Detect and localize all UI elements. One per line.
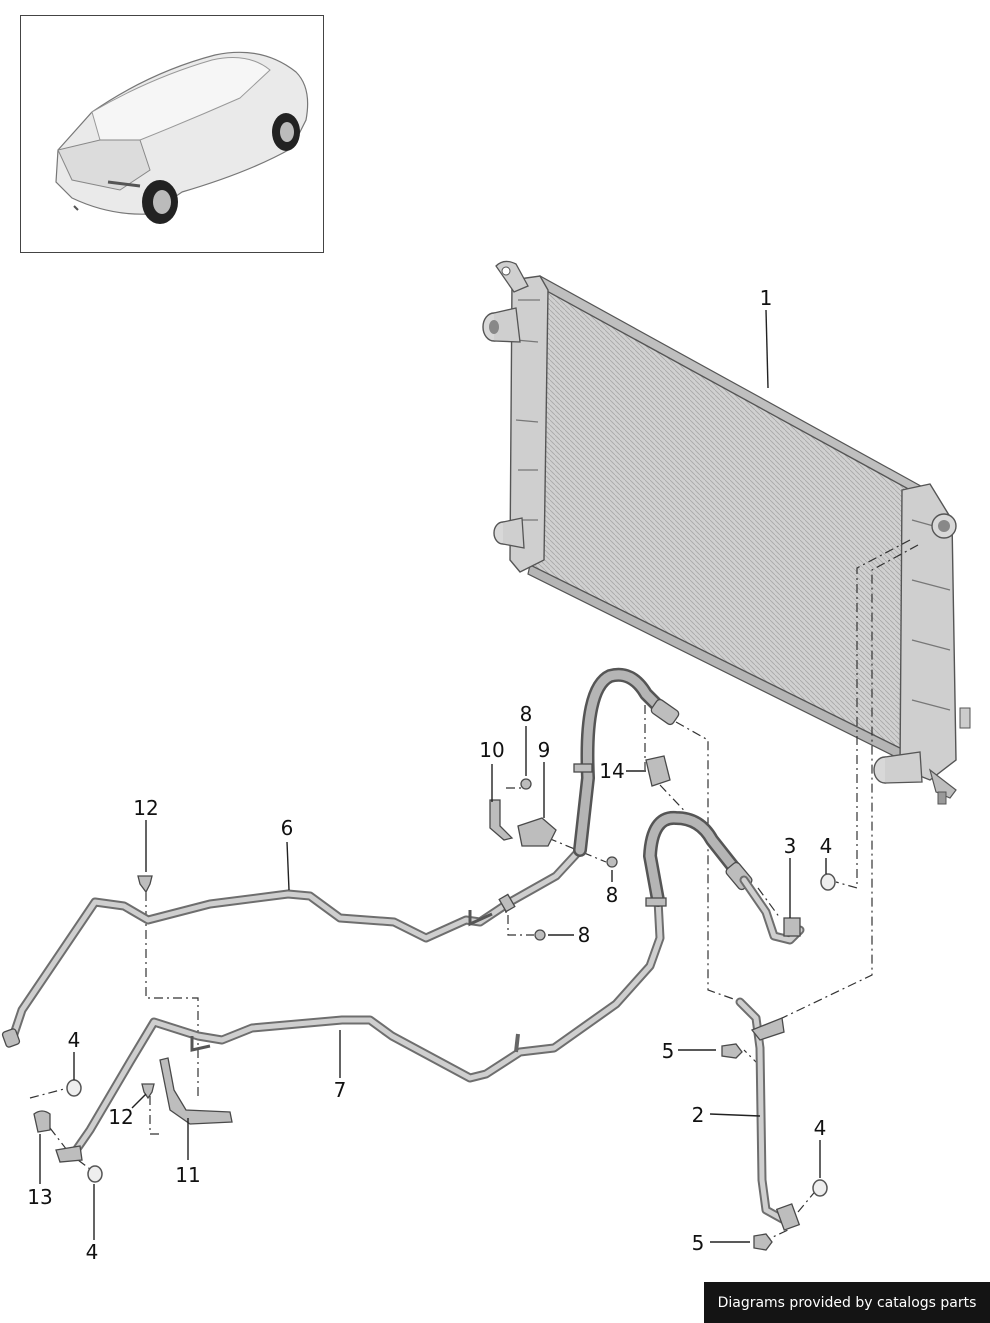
callout-6: 6 — [281, 816, 294, 840]
callout-4: 4 — [814, 1116, 827, 1140]
coolant-pipe-3 — [739, 875, 805, 945]
callout-5: 5 — [692, 1231, 705, 1255]
coolant-hose-lower — [643, 810, 753, 907]
leader-lines — [39, 309, 827, 1243]
callout-4: 4 — [820, 834, 833, 858]
callout-3: 3 — [784, 834, 797, 858]
catalog-credit-badge: Diagrams provided by catalogs parts — [704, 1282, 990, 1323]
callout-10: 10 — [479, 738, 504, 762]
callout-4: 4 — [68, 1028, 81, 1052]
vehicle-thumbnail-icon — [55, 51, 309, 224]
callout-11: 11 — [175, 1163, 200, 1187]
radiator — [482, 260, 971, 805]
callout-8: 8 — [606, 883, 619, 907]
small-parts — [33, 755, 836, 1251]
callouts: 1 3 4 8 10 9 14 8 8 12 6 7 4 12 13 11 4 … — [27, 286, 832, 1264]
callout-2: 2 — [692, 1103, 705, 1127]
coolant-hose-upper — [573, 667, 680, 857]
callout-5: 5 — [662, 1039, 675, 1063]
callout-1: 1 — [760, 286, 773, 310]
coolant-pipe-7 — [67, 895, 665, 1161]
callout-9: 9 — [538, 738, 551, 762]
callout-8: 8 — [578, 923, 591, 947]
callout-13: 13 — [27, 1185, 52, 1209]
callout-8: 8 — [520, 702, 533, 726]
callout-12: 12 — [108, 1105, 133, 1129]
callout-7: 7 — [334, 1078, 347, 1102]
callout-12: 12 — [133, 796, 158, 820]
callout-14: 14 — [599, 759, 624, 783]
callout-4: 4 — [86, 1240, 99, 1264]
coolant-pipe-6 — [1, 845, 585, 1048]
coolant-pipe-2 — [735, 997, 801, 1231]
vehicle-thumbnail — [20, 15, 324, 253]
